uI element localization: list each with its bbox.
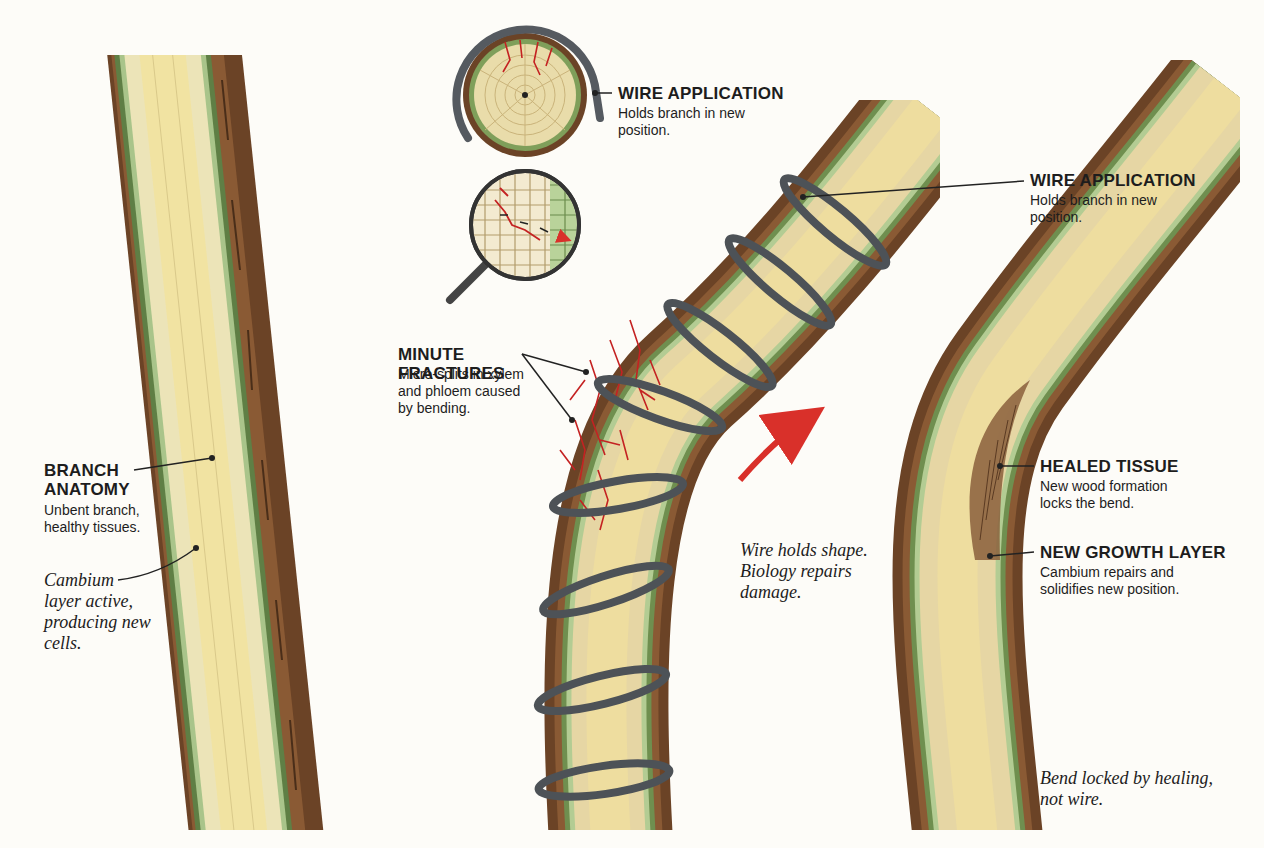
callout-heading: WIRE APPLICATION: [618, 84, 818, 103]
callout-text: Micro-splits in xylem and phloem caused …: [398, 366, 533, 417]
callout-text: Cambium repairs and solidifies new posit…: [1040, 564, 1205, 598]
callout-heading: BRANCH ANATOMY: [44, 461, 136, 499]
unbent-branch: [150, 55, 296, 830]
wired-branch: [535, 110, 930, 830]
cross-section: [456, 29, 600, 157]
handwritten-note: Cambium layer active, producing new cell…: [44, 570, 154, 654]
callout-heading: WIRE APPLICATION: [1030, 171, 1230, 190]
callout-text: Unbent branch, healthy tissues.: [44, 502, 184, 536]
leader-lines: [118, 93, 1034, 580]
callout-text: Holds branch in new position.: [618, 105, 768, 139]
callout-text: Holds branch in new position.: [1030, 192, 1180, 226]
callout-heading: HEALED TISSUE: [1040, 457, 1240, 476]
handwritten-note: Wire holds shape. Biology repairs damage…: [740, 540, 890, 603]
callout-heading: NEW GROWTH LAYER: [1040, 543, 1250, 562]
magnifier: [450, 170, 590, 300]
callout-text: New wood formation locks the bend.: [1040, 478, 1190, 512]
bend-arrow: [740, 420, 805, 480]
handwritten-note: Bend locked by healing, not wire.: [1040, 768, 1220, 810]
